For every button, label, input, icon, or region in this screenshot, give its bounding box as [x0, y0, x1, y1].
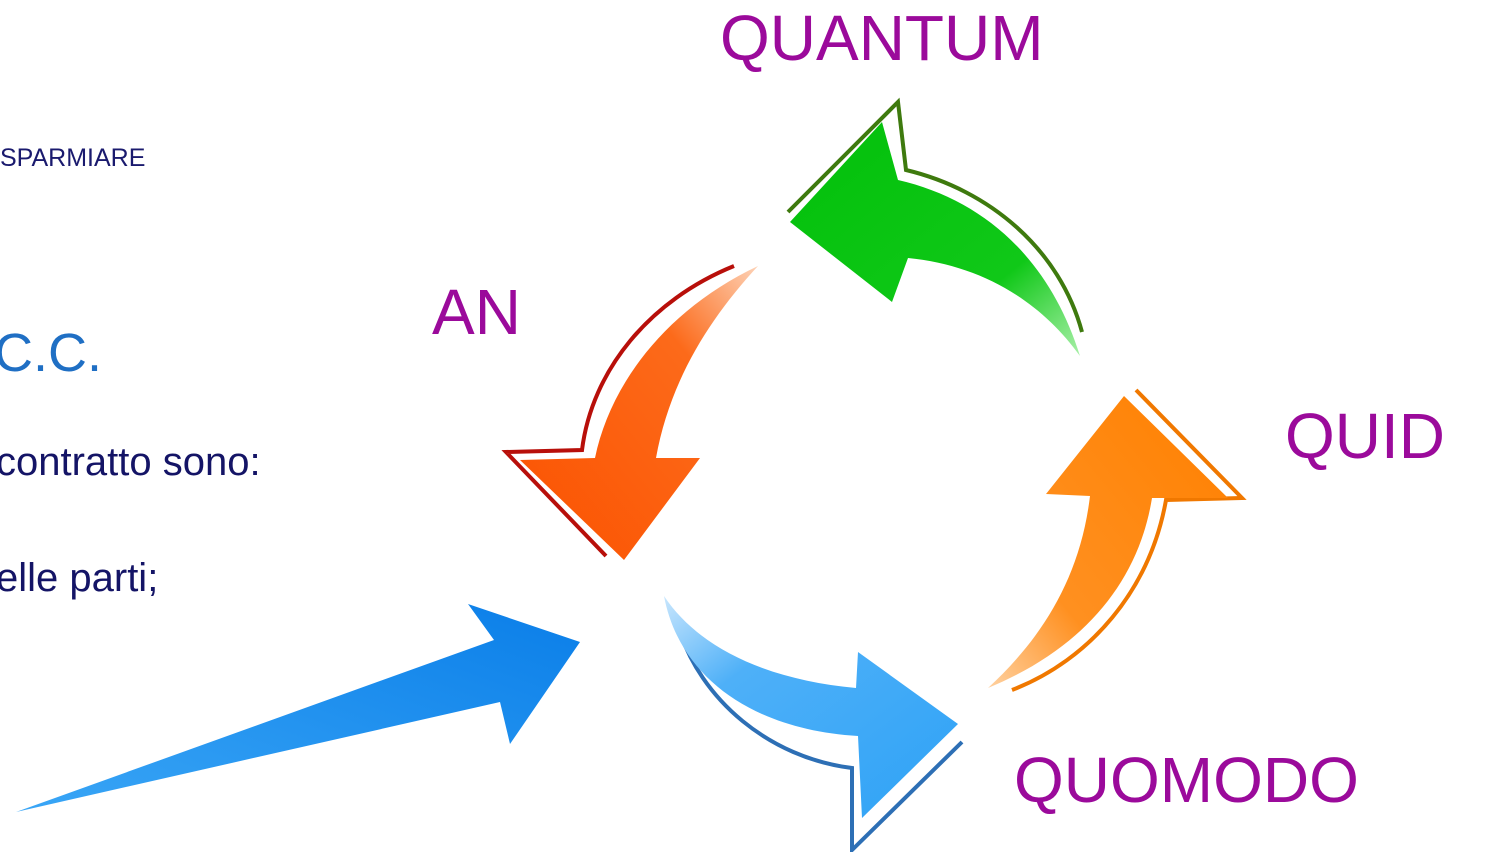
text-cc: C.C.: [0, 323, 102, 383]
text-delle-parti: elle parti;: [0, 556, 159, 600]
pointer-arrow: [16, 604, 580, 812]
text-sparmiare: SPARMIARE: [0, 144, 146, 172]
orange-arrow: [988, 388, 1247, 692]
label-quantum: QUANTUM: [720, 2, 1044, 74]
label-an: AN: [432, 276, 521, 348]
blue-arrow: [664, 596, 964, 852]
label-quomodo: QUOMODO: [1014, 744, 1359, 816]
label-quid: QUID: [1285, 400, 1445, 472]
green-arrow: [786, 97, 1084, 356]
red-arrow: [501, 264, 758, 560]
text-contratto-sono: contratto sono:: [0, 440, 261, 484]
